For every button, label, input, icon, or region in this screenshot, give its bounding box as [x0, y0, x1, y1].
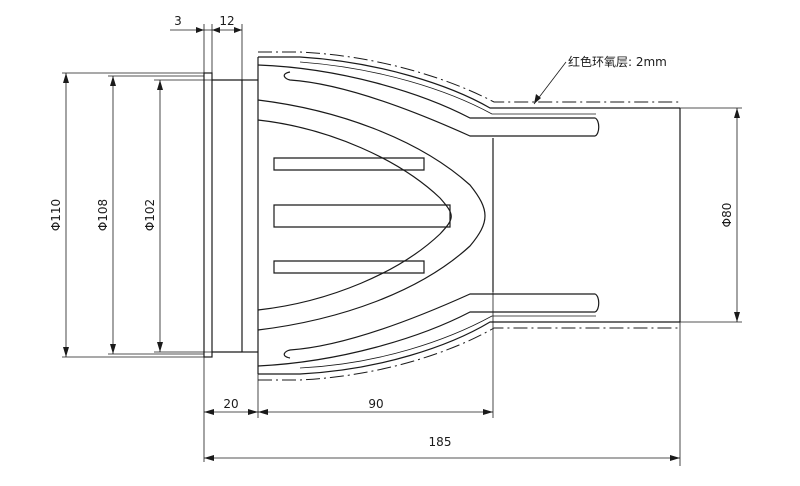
dim-d110: Φ110 [49, 72, 204, 358]
dim-d110-label: Φ110 [49, 199, 63, 231]
slot-middle [273, 204, 451, 228]
top-rib [257, 64, 600, 331]
coating-centerlines [258, 51, 680, 381]
inner-parabola-inner [257, 119, 452, 311]
dim-d102: Φ102 [143, 79, 212, 353]
slots [273, 157, 451, 274]
outer-top-contour [258, 56, 680, 109]
dim-90-label: 90 [368, 397, 383, 411]
dim-185-label: 185 [429, 435, 452, 449]
part-outline [203, 56, 681, 375]
dim-20-label: 20 [223, 397, 238, 411]
dim-bottom-20-90: 20 90 [203, 292, 494, 462]
dim-d80: Φ80 [680, 107, 742, 323]
coating-label: 红色环氧层: 2mm [568, 54, 667, 69]
dim-d108-label: Φ108 [96, 199, 110, 231]
outer-bottom-contour [258, 321, 680, 375]
flange-plate [203, 72, 213, 358]
slot-top [273, 157, 425, 171]
dim-185: 185 [204, 322, 681, 466]
bottom-rib [257, 293, 600, 367]
dim-top-small: 3 12 [170, 14, 243, 80]
slot-bottom [273, 260, 425, 274]
inner-parabola-outer [257, 99, 486, 331]
dim-3-label: 3 [174, 14, 182, 28]
dim-d80-label: Φ80 [720, 203, 734, 228]
coating-annotation: 红色环氧层: 2mm [533, 54, 667, 105]
dim-d102-label: Φ102 [143, 199, 157, 231]
dim-d108: Φ108 [96, 75, 204, 355]
dim-12-label: 12 [219, 14, 234, 28]
